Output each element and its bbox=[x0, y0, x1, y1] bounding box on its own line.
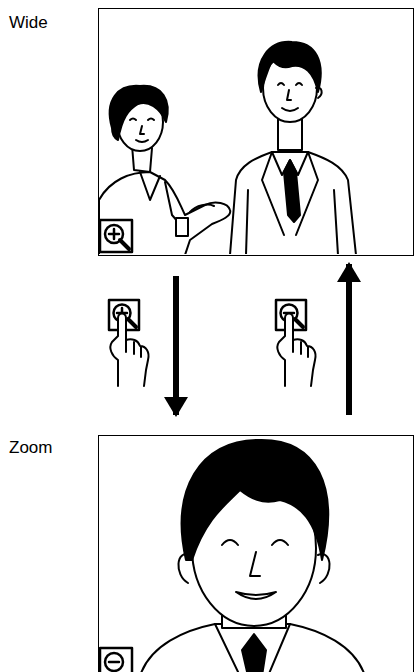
zoom-scene bbox=[100, 440, 365, 672]
flow-arrow bbox=[346, 264, 352, 415]
press-zoom-in-hand bbox=[109, 300, 149, 386]
man-figure bbox=[230, 42, 356, 254]
view-frame: Wide bbox=[98, 8, 414, 256]
man-closeup bbox=[140, 440, 365, 672]
woman-figure bbox=[99, 86, 230, 254]
flow-arrow bbox=[173, 276, 179, 415]
press-zoom-out-hand bbox=[276, 300, 316, 386]
view-label: Wide bbox=[9, 13, 48, 33]
wide-scene bbox=[99, 42, 356, 254]
zoom-in-icon bbox=[100, 220, 132, 252]
view-frame: Zoom bbox=[98, 435, 414, 672]
view-label: Zoom bbox=[9, 438, 52, 458]
zoom-out-icon bbox=[100, 648, 132, 672]
